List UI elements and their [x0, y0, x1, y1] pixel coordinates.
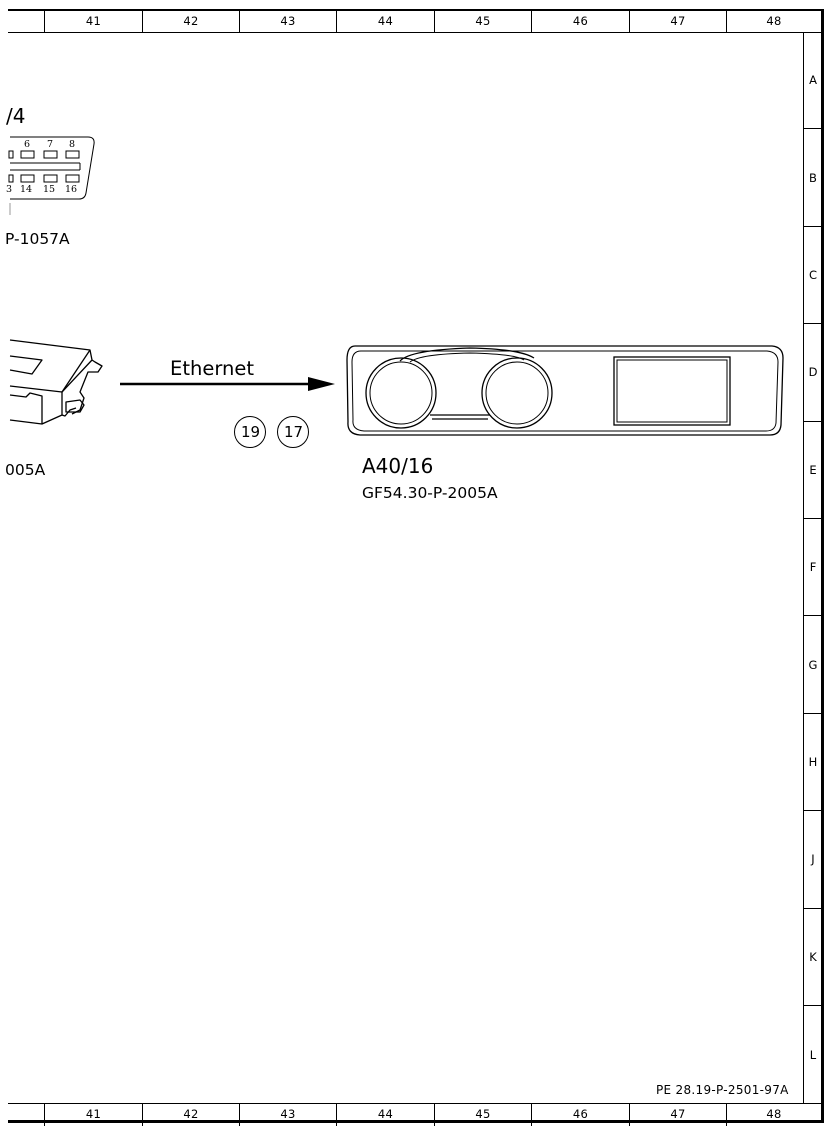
column-cell: 44 [336, 1104, 434, 1126]
column-cell: 48 [726, 1104, 821, 1126]
ethernet-arrow-icon [120, 377, 335, 391]
sheet-frame [8, 9, 824, 1123]
row-cell: C [804, 227, 822, 325]
diag-connector-reference: P-1057A [5, 230, 70, 248]
row-cell: A [804, 32, 822, 130]
column-cell: 42 [142, 11, 239, 33]
diagnostic-connector-icon [8, 136, 95, 215]
column-ruler-bottom: 41 42 43 44 45 46 47 48 [8, 1103, 821, 1126]
instrument-cluster-reference: GF54.30-P-2005A [362, 484, 498, 502]
column-cell: 46 [531, 11, 629, 33]
column-cell: 43 [239, 1104, 336, 1126]
row-cell: D [804, 324, 822, 422]
column-cell: 46 [531, 1104, 629, 1126]
control-unit-icon [9, 339, 103, 425]
diag-connector-label: /4 [6, 104, 26, 128]
pin-label: 3 [6, 184, 12, 195]
row-cell: L [809, 1047, 817, 1062]
row-cell: F [804, 519, 822, 617]
column-cell: 45 [434, 11, 531, 33]
column-cell: 43 [239, 11, 336, 33]
pin-label: 8 [69, 139, 76, 150]
row-cell: G [804, 616, 822, 714]
pin-label: 14 [20, 184, 33, 195]
row-ruler: A B C D E F G H J K L [804, 32, 822, 1103]
row-cell: B [804, 129, 822, 227]
marker-circle-icon [234, 416, 309, 448]
row-ruler-border [803, 32, 804, 1103]
column-cell: 41 [44, 11, 142, 33]
column-ruler-top: 41 42 43 44 45 46 47 48 [8, 11, 821, 33]
column-cell: 41 [44, 1104, 142, 1126]
instrument-cluster-icon [346, 345, 784, 436]
pin-label: 16 [65, 184, 78, 195]
pin-label: 7 [47, 139, 54, 150]
column-cell: 47 [629, 1104, 726, 1126]
pin-label: 15 [43, 184, 56, 195]
row-cell: E [804, 422, 822, 519]
column-cell: 48 [726, 11, 821, 33]
document-reference: PE 28.19-P-2501-97A [656, 1083, 789, 1097]
pin-label: 6 [24, 139, 31, 150]
column-cell: 47 [629, 11, 726, 33]
row-cell: J [804, 811, 822, 909]
column-cell: 45 [434, 1104, 531, 1126]
column-cell: 44 [336, 11, 434, 33]
row-cell: K [804, 909, 822, 1006]
instrument-cluster-label: A40/16 [362, 454, 434, 478]
row-cell: H [804, 714, 822, 812]
connection-label: Ethernet [170, 357, 254, 380]
marker-label: 19 [240, 423, 261, 441]
marker-label: 17 [283, 423, 304, 441]
control-unit-reference: 005A [5, 461, 46, 479]
column-cell: 42 [142, 1104, 239, 1126]
